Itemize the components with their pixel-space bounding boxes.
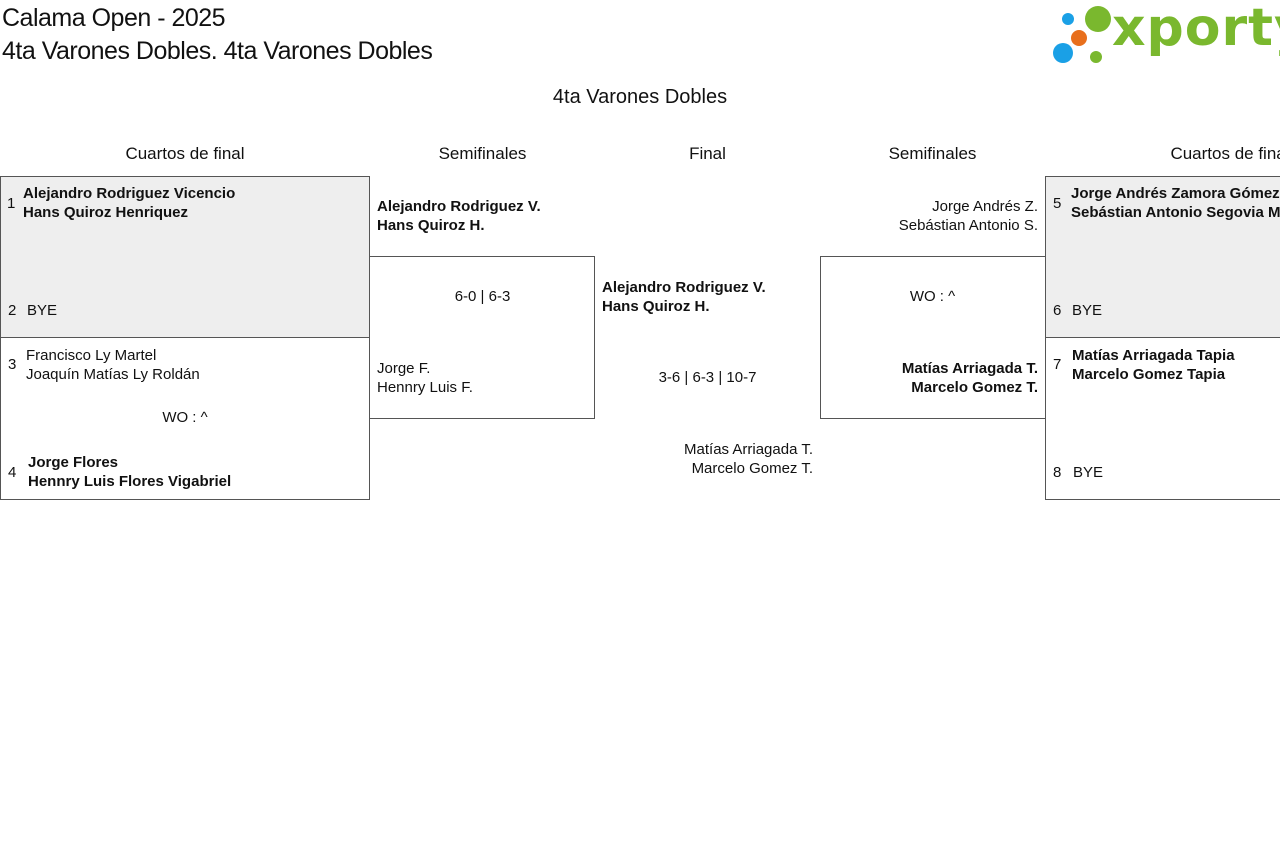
player-name: Jorge F. bbox=[377, 360, 431, 377]
bye-label: BYE bbox=[1072, 302, 1103, 319]
player-name: Sebástian Antonio Segovia M bbox=[1071, 204, 1280, 221]
logo-dots-icon bbox=[1053, 6, 1111, 63]
seed-number: 6 bbox=[1053, 302, 1062, 319]
seed-number: 8 bbox=[1053, 464, 1062, 481]
seed-number: 2 bbox=[8, 302, 17, 319]
match-box-qf-1 bbox=[0, 176, 370, 338]
player-name: Hans Quiroz Henriquez bbox=[23, 204, 189, 221]
draw-title: 4ta Varones Dobles bbox=[552, 86, 728, 108]
seed-number: 5 bbox=[1053, 195, 1062, 212]
round-header-sf-right: Semifinales bbox=[888, 144, 977, 163]
match-box-qf-4 bbox=[1045, 337, 1280, 500]
round-header-qf-left: Cuartos de final bbox=[125, 144, 245, 163]
match-box-sf-left bbox=[369, 256, 595, 419]
match-score: WO : ^ bbox=[162, 409, 208, 426]
player-name: Hans Quiroz H. bbox=[602, 298, 710, 315]
player-name: Alejandro Rodriguez V. bbox=[602, 279, 766, 296]
round-header-final: Final bbox=[689, 144, 726, 163]
player-name: Matías Arriagada T. bbox=[684, 441, 813, 458]
player-name: Francisco Ly Martel bbox=[26, 347, 157, 364]
match-box-qf-3 bbox=[1045, 176, 1280, 338]
match-score: 6-0 | 6-3 bbox=[454, 288, 511, 305]
player-name: Alejandro Rodriguez Vicencio bbox=[23, 185, 236, 202]
player-name: Joaquín Matías Ly Roldán bbox=[26, 366, 200, 383]
player-name: Marcelo Gomez T. bbox=[911, 379, 1038, 396]
seed-number: 3 bbox=[8, 356, 17, 373]
player-name: Marcelo Gomez T. bbox=[691, 460, 813, 477]
player-name: Hennry Luis Flores Vigabriel bbox=[28, 473, 232, 490]
seed-number: 4 bbox=[8, 464, 17, 481]
category-title: 4ta Varones Dobles. 4ta Varones Dobles bbox=[2, 37, 433, 65]
seed-number: 1 bbox=[7, 195, 16, 212]
player-name: Hans Quiroz H. bbox=[377, 217, 485, 234]
player-name: Hennry Luis F. bbox=[377, 379, 473, 396]
player-name: Marcelo Gomez Tapia bbox=[1072, 366, 1226, 383]
tournament-title: Calama Open - 2025 bbox=[2, 4, 226, 32]
player-name: Alejandro Rodriguez V. bbox=[377, 198, 541, 215]
qf-right-clip: 5 Jorge Andrés Zamora Gómez Sebástian An… bbox=[1045, 176, 1280, 501]
seed-number: 7 bbox=[1053, 356, 1062, 373]
player-name: Matías Arriagada Tapia bbox=[1072, 347, 1235, 364]
player-name: Matías Arriagada T. bbox=[901, 360, 1038, 377]
xporty-logo: xporty bbox=[1050, 0, 1280, 68]
match-score: WO : ^ bbox=[909, 288, 956, 305]
round-header-sf-left: Semifinales bbox=[438, 144, 527, 163]
logo-text: xporty bbox=[1112, 0, 1280, 58]
bye-label: BYE bbox=[27, 302, 58, 319]
bye-label: BYE bbox=[1073, 464, 1104, 481]
player-name: Sebástian Antonio S. bbox=[898, 217, 1038, 234]
player-name: Jorge Andrés Z. bbox=[932, 198, 1038, 215]
match-score: 3-6 | 6-3 | 10-7 bbox=[658, 369, 757, 386]
player-name: Jorge Flores bbox=[28, 454, 119, 471]
player-name: Jorge Andrés Zamora Gómez bbox=[1071, 185, 1280, 202]
round-header-qf-right: Cuartos de final bbox=[1170, 144, 1280, 163]
